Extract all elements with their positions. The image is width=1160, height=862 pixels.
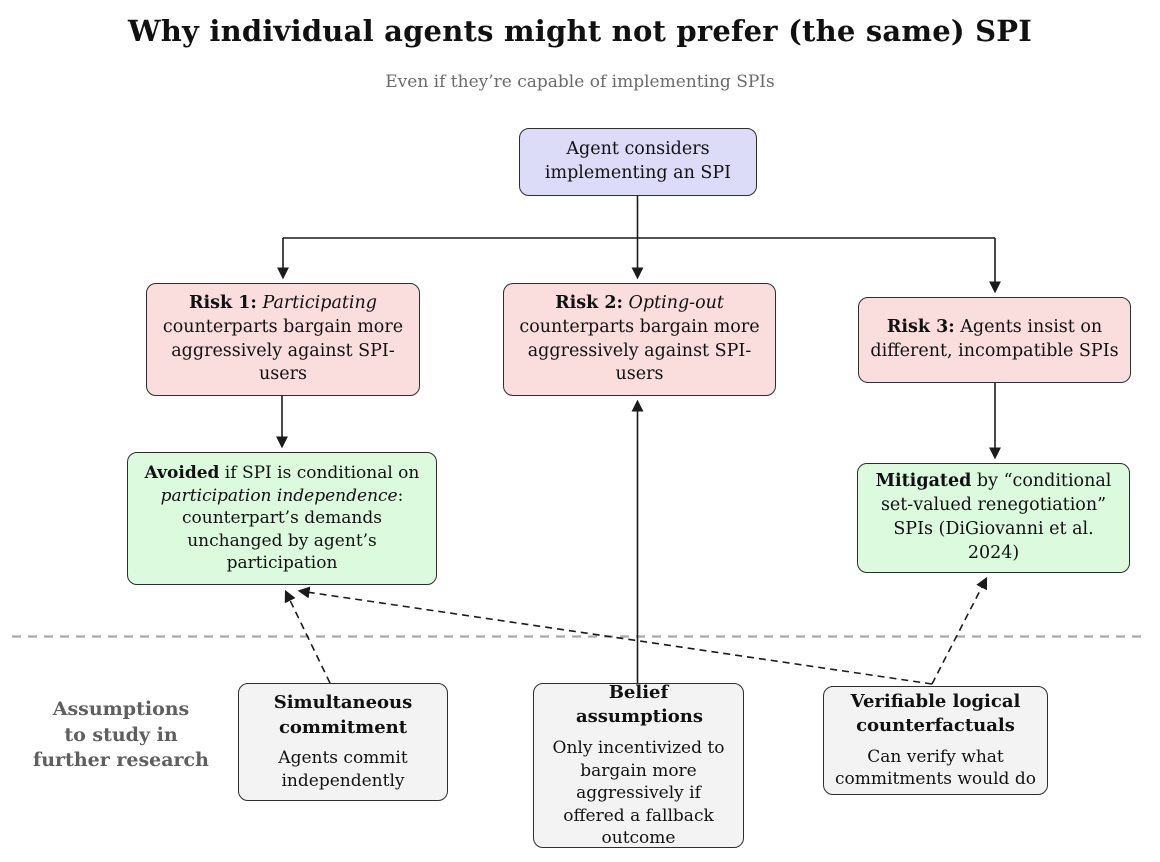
node-risk-2: Risk 2: Opting-out counterparts bargain …: [503, 283, 776, 396]
avoided-emphasis: participation independence: [160, 485, 398, 506]
risk-1-rest: counterparts bargain more aggressively a…: [162, 316, 404, 385]
assumptions-label-line-1: Assumptions: [52, 698, 190, 720]
mitigated-label: Mitigated: [875, 471, 972, 492]
avoided-mid: if SPI is conditional on: [219, 462, 420, 483]
risk-2-emphasis: Opting-out: [622, 292, 724, 313]
node-mitigated: Mitigated by “conditional set-valued ren…: [857, 463, 1130, 573]
node-avoided: Avoided if SPI is conditional on partici…: [127, 452, 437, 585]
simultaneous-body: Agents commit independently: [278, 748, 408, 791]
risk-2-rest: counterparts bargain more aggressively a…: [519, 316, 760, 385]
node-verifiable-counterfactuals: Verifiable logical counterfactuals Can v…: [823, 686, 1048, 795]
assumptions-side-label: Assumptions to study in further research: [15, 697, 227, 774]
node-simultaneous-commitment: Simultaneous commitment Agents commit in…: [238, 683, 448, 801]
assumptions-label-line-2: to study in: [64, 723, 178, 746]
node-risk-2-text: Risk 2: Opting-out counterparts bargain …: [514, 292, 765, 387]
page-subtitle: Even if they’re capable of implementing …: [385, 72, 775, 92]
risk-2-label: Risk 2:: [555, 292, 623, 313]
avoided-rest: : counterpart’s demands unchanged by age…: [182, 485, 404, 574]
node-avoided-text: Avoided if SPI is conditional on partici…: [138, 462, 426, 575]
simultaneous-title: Simultaneous commitment: [273, 692, 413, 738]
dashed-arrow-simultaneous-to-avoided: [284, 589, 331, 684]
risk-3-rest: Agents insist on different, incompatible…: [870, 317, 1119, 361]
dashed-arrow-verifiable-to-avoided: [297, 586, 933, 685]
risk-3-label: Risk 3:: [886, 317, 955, 338]
assumptions-label-line-3: further research: [33, 749, 209, 772]
verifiable-title: Verifiable logical counterfactuals: [850, 690, 1021, 737]
dashed-arrow-verifiable-to-mitigated: [931, 576, 988, 685]
node-agent-text: Agent considers implementing an SPI: [544, 139, 732, 183]
node-agent-considers-spi: Agent considers implementing an SPI: [519, 128, 757, 196]
belief-title: Belief assumptions: [576, 682, 704, 728]
belief-body: Only incentivized to bargain more aggres…: [552, 737, 725, 849]
node-risk-1: Risk 1: Participating counterparts barga…: [146, 283, 420, 396]
node-belief-assumptions: Belief assumptions Only incentivized to …: [533, 682, 744, 849]
page-title: Why individual agents might not prefer (…: [127, 14, 1033, 48]
node-mitigated-text: Mitigated by “conditional set-valued ren…: [868, 470, 1119, 565]
node-risk-3-text: Risk 3: Agents insist on different, inco…: [869, 316, 1120, 364]
node-risk-3: Risk 3: Agents insist on different, inco…: [858, 297, 1131, 383]
risk-1-emphasis: Participating: [256, 292, 378, 313]
avoided-label: Avoided: [144, 462, 220, 483]
mitigated-rest: by “conditional set-valued renegotiation…: [880, 471, 1112, 563]
risk-1-label: Risk 1:: [188, 292, 257, 313]
verifiable-body: Can verify what commitments would do: [835, 746, 1036, 790]
node-risk-1-text: Risk 1: Participating counterparts barga…: [157, 292, 409, 387]
